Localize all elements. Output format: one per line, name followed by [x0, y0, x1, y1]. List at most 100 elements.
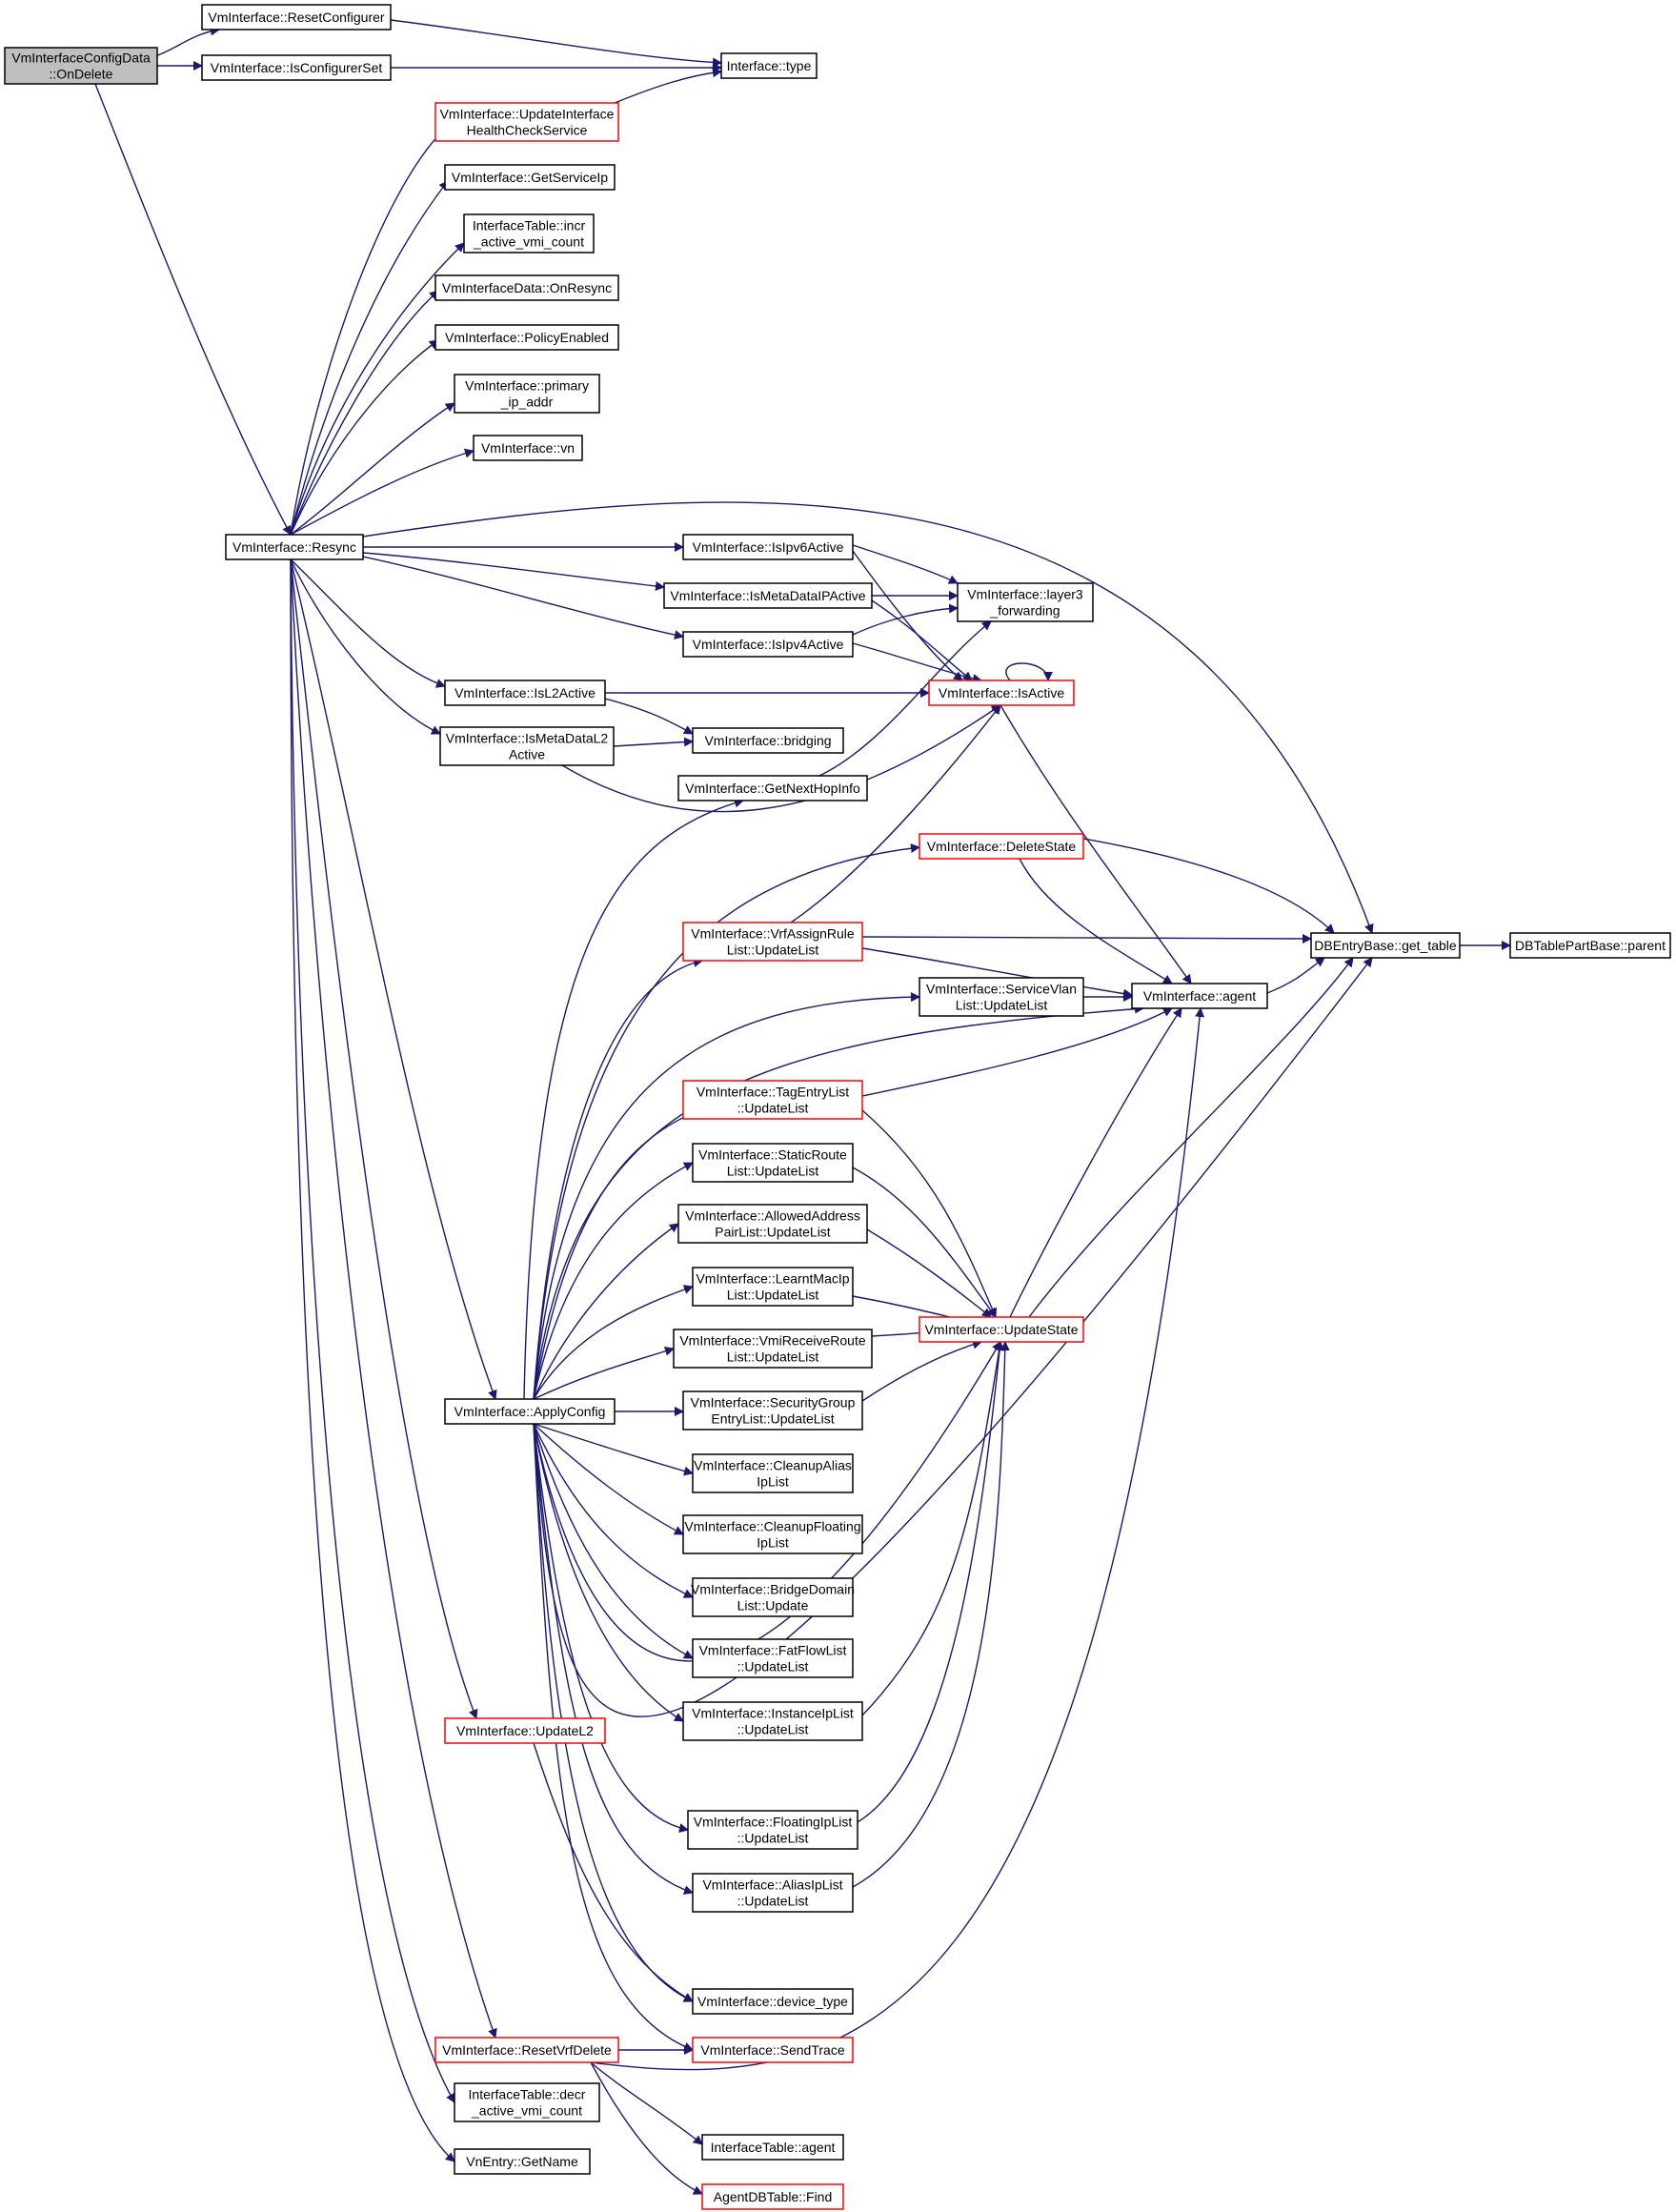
node-label: VmInterface::TagEntryList: [697, 1085, 849, 1100]
node-label: VmInterface::layer3: [967, 587, 1083, 602]
graph-node[interactable]: VmInterface::layer3_forwarding: [957, 582, 1094, 622]
graph-node[interactable]: VmInterface::FloatingIpList::UpdateList: [687, 1810, 858, 1850]
node-label: List::UpdateList: [956, 998, 1048, 1013]
graph-node[interactable]: VmInterface::IsIpv4Active: [682, 631, 854, 658]
graph-node[interactable]: VmInterface::bridging: [692, 727, 844, 754]
call-edge: [362, 552, 665, 591]
graph-node[interactable]: DBEntryBase::get_table: [1310, 932, 1461, 959]
graph-node[interactable]: VmInterface::vn: [473, 435, 583, 461]
graph-node[interactable]: VmInterface::SendTrace: [692, 2037, 854, 2063]
call-edge: [852, 544, 959, 584]
call-edge: [290, 290, 439, 536]
call-edge: [790, 704, 1001, 923]
graph-node[interactable]: VmInterface::VmiReceiveRouteList::Update…: [673, 1329, 873, 1369]
node-label: List::UpdateList: [727, 1288, 819, 1303]
graph-node[interactable]: VnEntry::GetName: [454, 2148, 591, 2175]
call-edge: [861, 947, 1133, 999]
graph-node[interactable]: VmInterface::device_type: [692, 1988, 854, 2015]
graph-node[interactable]: VmInterface::ResetConfigurer: [201, 4, 392, 30]
graph-node[interactable]: VmInterface::ApplyConfig: [444, 1398, 616, 1425]
graph-node[interactable]: VmInterface::DeleteState: [919, 833, 1084, 860]
graph-node[interactable]: DBTablePartBase::parent: [1509, 932, 1671, 959]
node-box: [682, 631, 854, 658]
call-edge: [290, 242, 465, 536]
node-label: InterfaceTable::incr: [473, 218, 586, 233]
node-label: VmInterface::VrfAssignRule: [691, 926, 855, 942]
graph-node[interactable]: VmInterface::AllowedAddressPairList::Upd…: [677, 1204, 868, 1244]
node-box: [692, 2037, 854, 2063]
graph-node[interactable]: AgentDBTable::Find: [701, 2183, 844, 2210]
node-box: [692, 1267, 854, 1307]
call-edge: [871, 599, 973, 681]
call-edge: [590, 1007, 1205, 2071]
call-edge: [290, 558, 497, 2039]
graph-node[interactable]: VmInterface::IsIpv6Active: [682, 534, 854, 560]
node-box: [928, 680, 1075, 706]
graph-node[interactable]: VmInterface::agent: [1131, 983, 1268, 1009]
graph-node[interactable]: VmInterface::ResetVrfDelete: [434, 2037, 619, 2063]
graph-node[interactable]: VmInterface::IsL2Active: [444, 680, 606, 706]
node-box: [463, 213, 595, 254]
graph-node[interactable]: InterfaceTable::agent: [701, 2134, 844, 2161]
node-box: [692, 1638, 854, 1678]
graph-node[interactable]: VmInterface::UpdateState: [919, 1316, 1084, 1343]
call-edge: [852, 1167, 997, 1318]
graph-node[interactable]: VmInterface::primary_ip_addr: [454, 374, 600, 414]
graph-node[interactable]: VmInterface::SecurityGroupEntryList::Upd…: [682, 1390, 863, 1431]
node-label: VmInterface::BridgeDomain: [691, 1582, 855, 1597]
node-label: List::UpdateList: [727, 1164, 819, 1179]
graph-node[interactable]: VmInterface::TagEntryList::UpdateList: [682, 1080, 863, 1120]
graph-node[interactable]: VmInterface::AliasIpList::UpdateList: [692, 1873, 854, 1913]
graph-node[interactable]: VmInterface::IsConfigurerSet: [201, 54, 392, 81]
node-box: [673, 1329, 873, 1369]
call-edge: [290, 558, 446, 688]
graph-node[interactable]: VmInterface::IsMetaDataIPActive: [663, 582, 873, 609]
node-box: [692, 727, 844, 754]
node-label: InterfaceTable::agent: [711, 2140, 836, 2155]
node-label: VmInterface::agent: [1143, 988, 1256, 1004]
graph-node[interactable]: VmInterface::UpdateInterfaceHealthCheckS…: [434, 102, 619, 142]
node-box: [444, 1717, 606, 1744]
graph-node[interactable]: InterfaceTable::incr_active_vmi_count: [463, 213, 595, 254]
node-label: InterfaceTable::decr: [469, 2087, 586, 2102]
node-box: [682, 1514, 863, 1554]
graph-node[interactable]: VmInterface::GetServiceIp: [444, 164, 616, 191]
graph-node[interactable]: VmInterface::GetNextHopInfo: [677, 775, 868, 802]
graph-node[interactable]: InterfaceTable::decr_active_vmi_count: [454, 2082, 600, 2122]
node-box: [434, 102, 619, 142]
graph-node[interactable]: VmInterface::UpdateL2: [444, 1717, 606, 1744]
call-edge: [362, 501, 1374, 934]
call-edge: [533, 1107, 703, 1400]
call-edge: [533, 1742, 694, 2002]
graph-node[interactable]: VmInterface::Resync: [225, 534, 364, 560]
graph-node[interactable]: VmInterface::PolicyEnabled: [434, 324, 619, 351]
call-edge: [533, 1423, 694, 1659]
call-edge: [852, 1341, 1010, 1888]
call-edge: [852, 642, 982, 683]
graph-node[interactable]: VmInterfaceData::OnResync: [434, 274, 619, 301]
node-label: VmInterface::IsConfigurerSet: [211, 60, 383, 75]
node-label: VmInterface::UpdateState: [924, 1322, 1078, 1337]
graph-node[interactable]: VmInterface::InstanceIpList::UpdateList: [682, 1701, 863, 1741]
node-label: HealthCheckService: [467, 123, 588, 138]
node-box: [682, 1080, 863, 1120]
node-label: List::UpdateList: [727, 1350, 819, 1365]
graph-node[interactable]: VmInterface::IsActive: [928, 680, 1075, 706]
graph-node[interactable]: VmInterface::VrfAssignRuleList::UpdateLi…: [682, 922, 863, 962]
graph-node[interactable]: Interface::type: [720, 52, 818, 79]
node-label: EntryList::UpdateList: [711, 1411, 834, 1427]
node-label: VmInterface::IsMetaDataL2: [446, 731, 609, 746]
node-label: VmInterface::IsActive: [939, 685, 1064, 700]
node-label: List::Update: [737, 1598, 809, 1613]
graph-node[interactable]: VmInterface::FatFlowList::UpdateList: [692, 1638, 854, 1678]
graph-node[interactable]: VmInterfaceConfigData::OnDelete: [4, 47, 158, 85]
node-box: [692, 1453, 854, 1493]
call-edge: [390, 19, 722, 68]
